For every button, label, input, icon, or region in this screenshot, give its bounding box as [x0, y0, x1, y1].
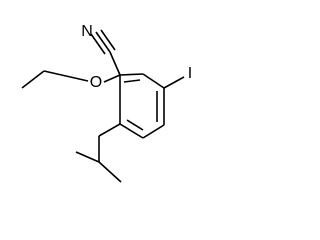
- isopropyl-bond-ring-ch: [98, 123, 121, 137]
- ring-double-bond-inner-3: [123, 79, 141, 83]
- isopropyl-bond-ch3-a-ch3-c: [98, 161, 122, 183]
- nitrile-triple-bond-1: [95, 31, 111, 53]
- nitrile-triple-bond-2: [90, 33, 106, 55]
- ring-double-bond-inner-1: [126, 119, 144, 131]
- isopropyl-bond-ch3-a-ch3-b: [75, 151, 100, 163]
- iodine-bond: [163, 76, 185, 89]
- structure-diagram: N O I: [21, 23, 192, 183]
- iodine-label: I: [188, 65, 192, 82]
- ring-bond-c2-c3: [119, 123, 144, 139]
- nitrile-triple-bond-3: [100, 29, 116, 51]
- ether-bond-ring-o: [103, 74, 121, 83]
- ether-bond-o-ch2: [43, 70, 89, 82]
- nitrile-carbon-bond: [109, 51, 121, 76]
- ring-bond-c5-c6: [142, 73, 165, 89]
- ethyl-bond-ch2-ch3: [21, 70, 45, 89]
- ring-bond-c6-c1: [119, 73, 144, 76]
- ether-oxygen-label: O: [90, 74, 102, 91]
- ring-bond-c3-c4: [142, 124, 165, 139]
- nitrile-nitrogen-label: N: [81, 23, 93, 40]
